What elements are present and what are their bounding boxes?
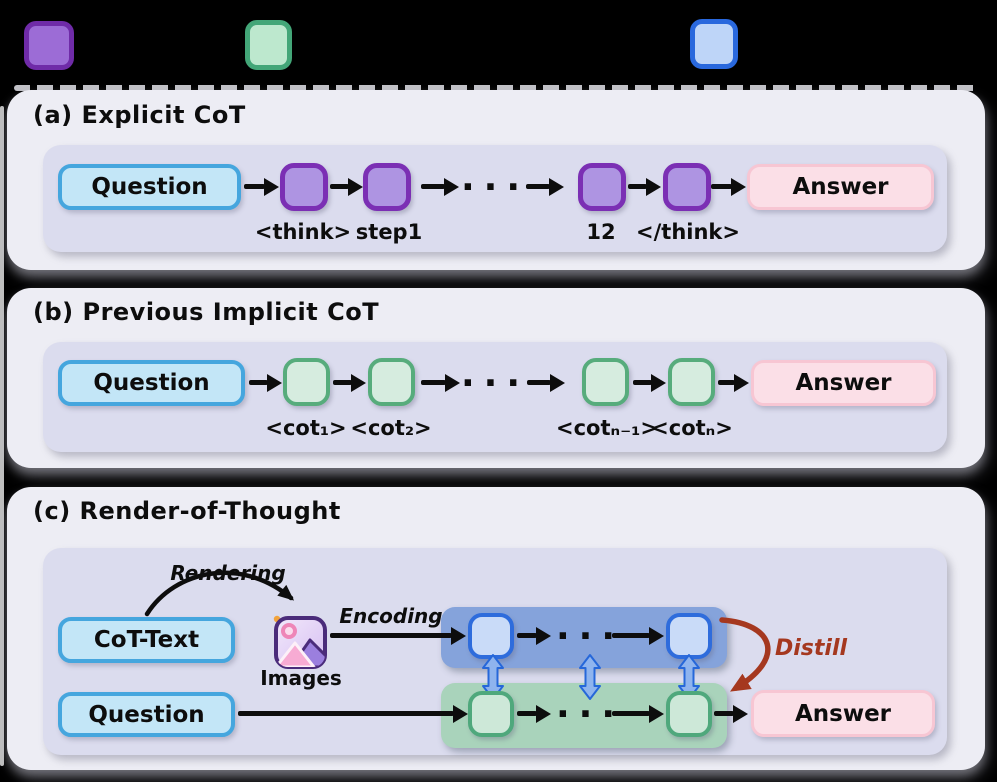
latent-token-a-4 xyxy=(663,163,711,211)
cot-token-b-2 xyxy=(368,358,415,406)
ellipsis-vision: ··· xyxy=(555,616,625,657)
answer-box-a: Answer xyxy=(747,164,934,210)
distill-label: Distill xyxy=(775,636,848,661)
question-box-c: Question xyxy=(58,692,235,737)
arrow xyxy=(517,711,537,716)
arrow xyxy=(628,184,647,189)
arrow xyxy=(711,184,732,189)
token-label-cotn-1: <cotₙ₋₁> xyxy=(556,416,658,440)
question-box-a: Question xyxy=(58,164,241,210)
token-label-cot2: <cot₂> xyxy=(350,416,432,440)
align-double-arrow-icon xyxy=(579,654,601,700)
images-icon xyxy=(273,615,327,669)
token-label-12: 12 xyxy=(586,220,616,244)
panel-c-title: (c) Render-of-Thought xyxy=(33,497,341,525)
arrow xyxy=(421,184,445,189)
rendering-arrow-icon xyxy=(144,570,295,617)
arrow xyxy=(249,380,268,385)
encoding-arrow xyxy=(330,633,452,638)
legend-purple-token-swatch xyxy=(24,21,74,70)
ellipsis-text: ··· xyxy=(555,694,625,735)
cot-token-b-1 xyxy=(283,358,330,406)
latent-token-a-3 xyxy=(578,163,626,211)
vision-token-1 xyxy=(468,613,514,659)
token-label-think-open: <think> xyxy=(254,220,352,244)
arrow xyxy=(333,380,352,385)
legend-blue-token-swatch xyxy=(690,19,738,69)
legend-green-token-swatch xyxy=(245,20,292,70)
images-label: Images xyxy=(260,666,342,690)
distill-arrow-icon xyxy=(719,617,771,692)
token-label-think-close: </think> xyxy=(636,220,740,244)
question-box-b: Question xyxy=(58,360,245,406)
panel-b-title: (b) Previous Implicit CoT xyxy=(33,298,380,326)
arrow xyxy=(714,711,734,716)
ellipsis-b: ··· xyxy=(460,363,530,404)
cot-token-b-4 xyxy=(668,358,715,406)
arrow xyxy=(612,711,650,716)
arrow xyxy=(526,184,550,189)
arrow xyxy=(244,184,265,189)
arrow xyxy=(527,380,551,385)
answer-box-c: Answer xyxy=(751,690,935,737)
token-label-cot1: <cot₁> xyxy=(265,416,347,440)
arrow xyxy=(517,633,537,638)
ellipsis-a: ··· xyxy=(460,167,530,208)
text-token-2 xyxy=(666,691,712,737)
left-edge-highlight xyxy=(0,106,4,766)
token-label-step1: step1 xyxy=(355,220,423,244)
arrow xyxy=(718,380,735,385)
arrow xyxy=(612,633,650,638)
cot-text-box: CoT-Text xyxy=(58,617,235,663)
answer-box-b: Answer xyxy=(751,360,936,406)
question-to-tokens-arrow xyxy=(238,711,454,716)
panel-a-title: (a) Explicit CoT xyxy=(33,101,246,129)
latent-token-a-2 xyxy=(363,163,411,211)
arrow xyxy=(421,380,446,385)
vision-token-2 xyxy=(666,613,712,659)
text-token-1 xyxy=(468,691,514,737)
latent-token-a-1 xyxy=(280,163,328,211)
arrow xyxy=(330,184,349,189)
arrow xyxy=(633,380,652,385)
encoding-label: Encoding xyxy=(339,604,443,628)
token-label-cotn: <cotₙ> xyxy=(651,416,733,440)
torn-edge-decoration xyxy=(14,85,980,91)
cot-token-b-3 xyxy=(582,358,629,406)
